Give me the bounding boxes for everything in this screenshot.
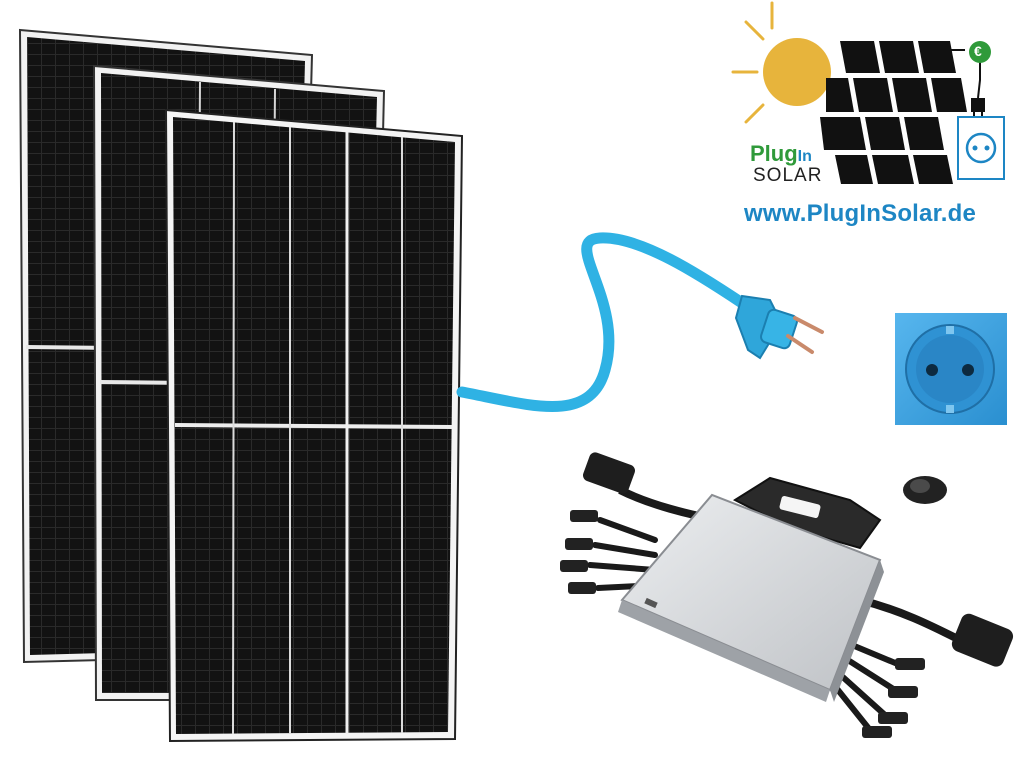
- euro-coin-icon: [969, 41, 991, 63]
- plug-icon: [734, 294, 824, 360]
- brand-plugin: PlugIn: [750, 143, 812, 165]
- socket-icon: [895, 313, 1007, 425]
- solar-panel-front: [164, 108, 464, 743]
- micro-inverter: [560, 452, 1014, 738]
- plugin-solar-logo: [731, 1, 1005, 184]
- sun-icon: [731, 1, 831, 124]
- logo-panel-grid: [820, 41, 967, 184]
- brand-word-plug: Plug: [750, 141, 798, 166]
- brand-word-in: In: [797, 148, 812, 165]
- website-url: www.PlugInSolar.de: [744, 200, 977, 227]
- brand-solar: SOLAR: [753, 165, 823, 186]
- euro-symbol: €: [974, 43, 982, 59]
- blue-cable: [456, 232, 748, 412]
